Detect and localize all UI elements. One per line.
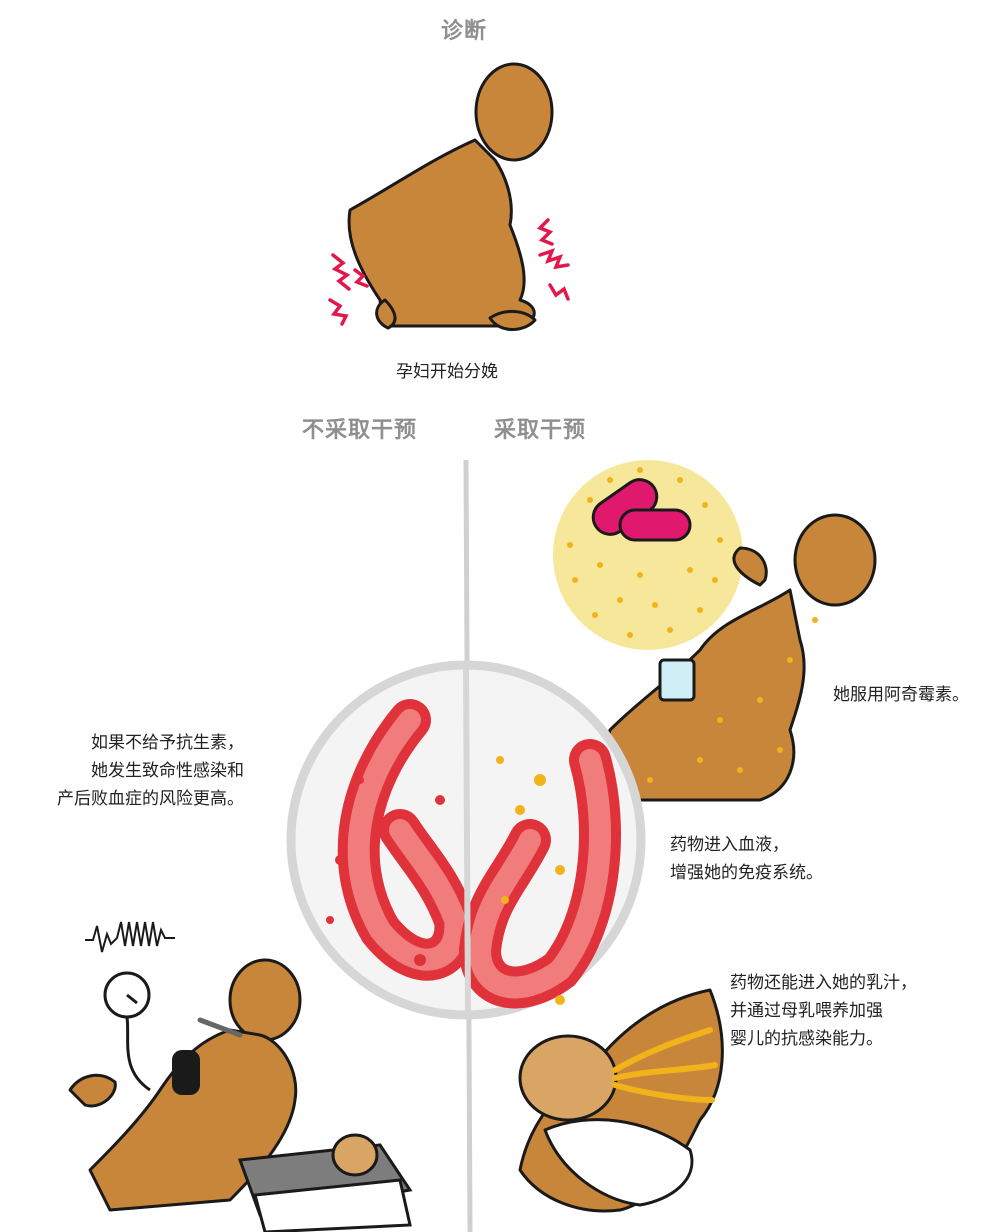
pregnant-woman-figure — [349, 64, 552, 330]
medicine-caption: 她服用阿奇霉素。 — [833, 681, 969, 709]
circle-divider — [466, 665, 468, 1015]
blood-pressure-gauge-icon — [105, 973, 150, 1090]
blood-caption-line: 药物进入血液， — [670, 831, 823, 859]
onset-label: 孕妇开始分娩 — [396, 358, 498, 386]
intervention-header: 采取干预 — [494, 412, 586, 444]
page-title: 诊断 — [441, 13, 487, 45]
milk-caption: 药物还能进入她的乳汁， 并通过母乳喂养加强 婴儿的抗感染能力。 — [730, 969, 917, 1053]
bp-cuff — [172, 1050, 200, 1095]
milk-caption-line: 并通过母乳喂养加强 — [730, 997, 917, 1025]
water-glass-icon — [660, 660, 694, 700]
left-risk-text: 如果不给予抗生素， 她发生致命性感染和 产后败血症的风险更高。 — [0, 729, 244, 813]
milk-caption-line: 药物还能进入她的乳汁， — [730, 969, 917, 997]
heartbeat-icon — [85, 922, 175, 952]
left-risk-line: 如果不给予抗生素， — [0, 729, 244, 757]
milk-caption-line: 婴儿的抗感染能力。 — [730, 1025, 917, 1053]
left-risk-line: 她发生致命性感染和 — [0, 757, 244, 785]
blood-caption: 药物进入血液， 增强她的免疫系统。 — [670, 831, 823, 887]
blood-caption-line: 增强她的免疫系统。 — [670, 859, 823, 887]
no-intervention-header: 不采取干预 — [302, 412, 417, 444]
left-risk-line: 产后败血症的风险更高。 — [0, 785, 244, 813]
